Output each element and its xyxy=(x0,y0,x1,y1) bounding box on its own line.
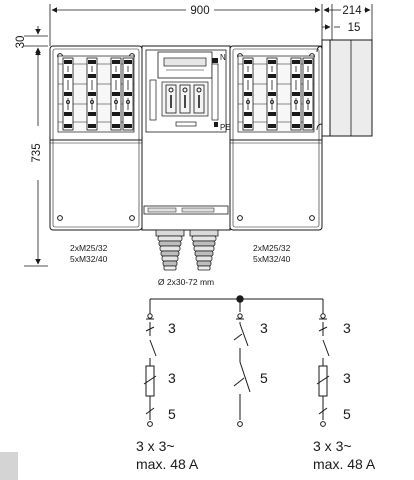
cable-glands xyxy=(155,229,219,271)
right-sockets xyxy=(242,57,314,131)
breaker-column xyxy=(302,57,314,131)
neutral-terminal-label: N xyxy=(220,53,226,62)
breaker-column xyxy=(62,57,74,131)
dimension-lines xyxy=(24,4,373,267)
breaker-column xyxy=(110,57,122,131)
dim-width-label: 900 xyxy=(190,5,209,17)
earth-terminal-label: PE xyxy=(220,123,231,132)
right-gland-label-2: 5xM32/40 xyxy=(253,254,291,264)
right-contactor-poles: 3 xyxy=(343,320,351,336)
cable-gland xyxy=(189,229,219,271)
breaker-column xyxy=(86,57,98,131)
left-gland-label-1: 2xM25/32 xyxy=(70,243,108,253)
breaker-column xyxy=(266,57,278,131)
dim-depth-label: 214 xyxy=(342,5,362,17)
dim-top-offset-label: 30 xyxy=(15,36,27,49)
center-enclosure xyxy=(141,45,231,231)
left-gland-label-2: 5xM32/40 xyxy=(70,254,108,264)
right-bottom-poles: 5 xyxy=(343,406,351,422)
left-contactor-poles: 3 xyxy=(168,320,176,336)
left-bottom-poles: 5 xyxy=(168,406,176,422)
bottom-gland-label: Ø 2x30-72 mm xyxy=(158,277,214,287)
right-caption-phases: 3 x 3~ xyxy=(313,438,352,454)
right-gland-label-1: 2xM25/32 xyxy=(253,243,291,253)
side-view xyxy=(316,39,373,137)
left-fuse-poles: 3 xyxy=(168,370,176,386)
breaker-column xyxy=(242,57,254,131)
dim-height-label: 735 xyxy=(31,143,43,162)
right-fuse-poles: 3 xyxy=(343,370,351,386)
right-caption-current: max. 48 A xyxy=(313,456,376,472)
cable-gland xyxy=(155,229,185,271)
left-caption-current: max. 48 A xyxy=(136,456,199,472)
left-sockets xyxy=(62,57,134,131)
dim-depth-inner-label: 15 xyxy=(348,22,361,34)
center-lower-poles: 5 xyxy=(260,370,268,386)
center-switch-poles: 3 xyxy=(260,320,268,336)
breaker-column xyxy=(122,57,134,131)
left-caption-phases: 3 x 3~ xyxy=(136,438,175,454)
wiring-schematic xyxy=(143,295,330,427)
corner-tab xyxy=(0,452,18,480)
breaker-column xyxy=(290,57,302,131)
